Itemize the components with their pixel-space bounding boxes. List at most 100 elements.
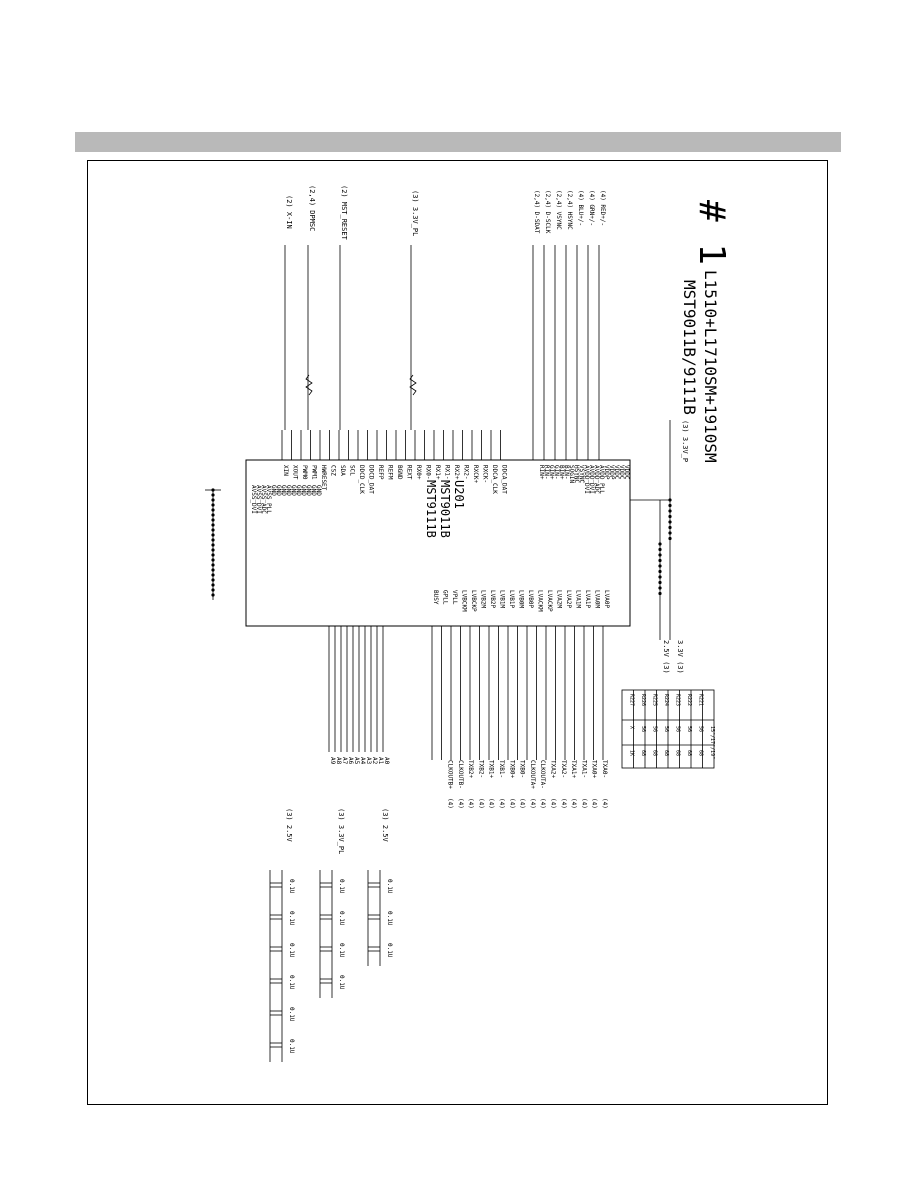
table-cell: R227 xyxy=(629,694,635,706)
input-net-label: (4) GRN+/- xyxy=(588,190,595,226)
junction-dot xyxy=(658,580,662,585)
junction-dot xyxy=(668,509,672,513)
bus-net-label: A3 xyxy=(365,757,372,765)
chip-pin-label: BUSY xyxy=(432,590,439,605)
chip-pin-label: GND xyxy=(315,485,322,496)
junction-dot xyxy=(658,542,662,546)
cap-value-label: 0.1U xyxy=(386,911,393,926)
junction-dot xyxy=(658,575,662,579)
resistor-symbol xyxy=(305,374,313,396)
lvds-net-label: CLKOUTB+ xyxy=(447,760,454,789)
chip-pin-label: GND xyxy=(290,485,297,496)
junction-dot xyxy=(668,520,672,524)
cap-value-label: 0.1U xyxy=(338,911,345,926)
junction-dot xyxy=(658,558,662,563)
capacitor-bank-group: (3) 2.5V0.1U0.1U0.1U0.1U0.1U0.1U(3) 3.3V… xyxy=(269,808,393,1062)
chip-pin-label: LVB2P xyxy=(489,590,496,608)
chip-pin-label: RX0- xyxy=(425,465,432,479)
table-cell: R224 xyxy=(663,694,669,706)
lvds-ref-label: (4) xyxy=(477,798,484,809)
lvds-net-label: TXB0- xyxy=(519,760,526,778)
chip-pin-label: LVA0M xyxy=(594,590,601,608)
table-cell: 68 xyxy=(686,750,692,756)
chip-pin-label: AVSS_DVI xyxy=(255,485,262,514)
lvds-ref-label: (4) xyxy=(529,798,536,809)
chip-pin-label: XIN xyxy=(282,465,289,476)
lvds-net-label: TXA2+ xyxy=(550,760,557,778)
lvds-ref-label: (4) xyxy=(550,798,557,809)
chip-pin-label: REFP xyxy=(377,465,384,480)
chip-name-2: MST9111B xyxy=(424,480,438,538)
cap-value-label: 0.1U xyxy=(386,879,393,894)
chip-pin-label: LVB0M xyxy=(518,590,525,608)
chip-pin-label: DDCD_DAT xyxy=(368,465,375,494)
bus-net-label: A8 xyxy=(335,757,342,765)
chip-pin-label: GND xyxy=(300,485,307,496)
lvds-net-label: TXA2- xyxy=(560,760,567,778)
chip-pin-label: REFM xyxy=(387,465,394,480)
cap-value-label: 0.1U xyxy=(338,975,345,990)
chip-pin-label: AVSS_DVI xyxy=(250,485,257,514)
chip-pin-label: LVB1M xyxy=(499,590,506,608)
chip-pin-label: LVA2P xyxy=(565,590,572,608)
chip-pin-label: VDDC xyxy=(623,465,630,480)
chip-pin-label: DDCD_CLK xyxy=(358,465,365,494)
chip-pin-label: REXT xyxy=(406,465,413,480)
chip-pin-label: GIN- xyxy=(553,465,560,479)
cap-value-label: 0.1U xyxy=(288,879,295,894)
junction-dot xyxy=(658,547,662,552)
chip-pin-label: RX2- xyxy=(463,465,470,479)
chip-pin-label: RXCK- xyxy=(482,465,489,483)
junction-dot xyxy=(668,503,672,508)
lvds-net-label: TXA0+ xyxy=(591,760,598,778)
table-cell: 56 xyxy=(652,726,658,732)
chip-pin-label: BGND xyxy=(396,465,403,480)
lvds-net-label: CLKOUTB- xyxy=(457,760,464,789)
chip-pin-label: BIN+ xyxy=(558,465,565,480)
chip-pin-label: AVSS_PLL xyxy=(265,485,272,514)
cap-value-label: 0.1U xyxy=(288,975,295,990)
lvds-net-label: TXB1+ xyxy=(488,760,495,778)
bus-net-label: A4 xyxy=(359,757,366,765)
chip-pin-label: GPLL xyxy=(442,590,449,605)
junction-dot xyxy=(668,536,672,541)
lvds-net-label: TXA1- xyxy=(580,760,587,778)
chip-pin-label: AVDD_PLL xyxy=(598,465,605,494)
chip-pin-label: GND xyxy=(270,485,277,496)
table-header: 15"/17"/19" xyxy=(709,726,715,759)
table-cell: 68 xyxy=(675,750,681,756)
chip-pin-label: GND xyxy=(305,485,312,496)
table-cell: 56 xyxy=(675,726,681,732)
lvds-ref-label: (4) xyxy=(570,798,577,809)
bus-net-label: A6 xyxy=(347,757,354,765)
lvds-ref-label: (4) xyxy=(580,798,587,809)
chip-pin-label: AVSS_ADC xyxy=(260,485,267,514)
input-net-label: (2) X-IN xyxy=(285,195,293,229)
input-net-label: (2,4) VSYNC xyxy=(555,190,562,230)
input-net-label: (2,4) D-SDAT xyxy=(533,190,540,234)
bus-net-label: A7 xyxy=(341,757,348,765)
chip-pin-label: GND xyxy=(295,485,302,496)
lvds-ref-label: (4) xyxy=(539,798,546,809)
resistor-symbol xyxy=(409,374,417,396)
chip-pin-label: LVA1M xyxy=(575,590,582,608)
table-cell: 56 xyxy=(663,726,669,732)
lvds-ref-label: (4) xyxy=(591,798,598,809)
cap-rail-label: (3) 2.5V xyxy=(285,808,293,843)
chip-ref: U201 xyxy=(452,480,466,509)
lvds-net-label: TXB2- xyxy=(477,760,484,778)
chip-pin-label: VDDC xyxy=(613,465,620,480)
chip-pin-label: LVACKM xyxy=(537,590,544,612)
chip-pin-label: AVDD_DVI xyxy=(583,465,590,494)
chip-pin-label: VSYNC xyxy=(578,465,585,483)
lvds-net-label: TXB1- xyxy=(498,760,505,778)
table-cell: 68 xyxy=(652,750,658,756)
input-net-label: (4) BLU+/- xyxy=(577,190,584,226)
sheet-number: # 1 xyxy=(691,200,732,265)
section-header-bar xyxy=(75,132,841,152)
lvds-ref-label: (4) xyxy=(519,798,526,809)
lvds-net-label: CLKOUTA+ xyxy=(529,760,536,789)
chip-pin-label: LVBCKP xyxy=(470,590,477,612)
